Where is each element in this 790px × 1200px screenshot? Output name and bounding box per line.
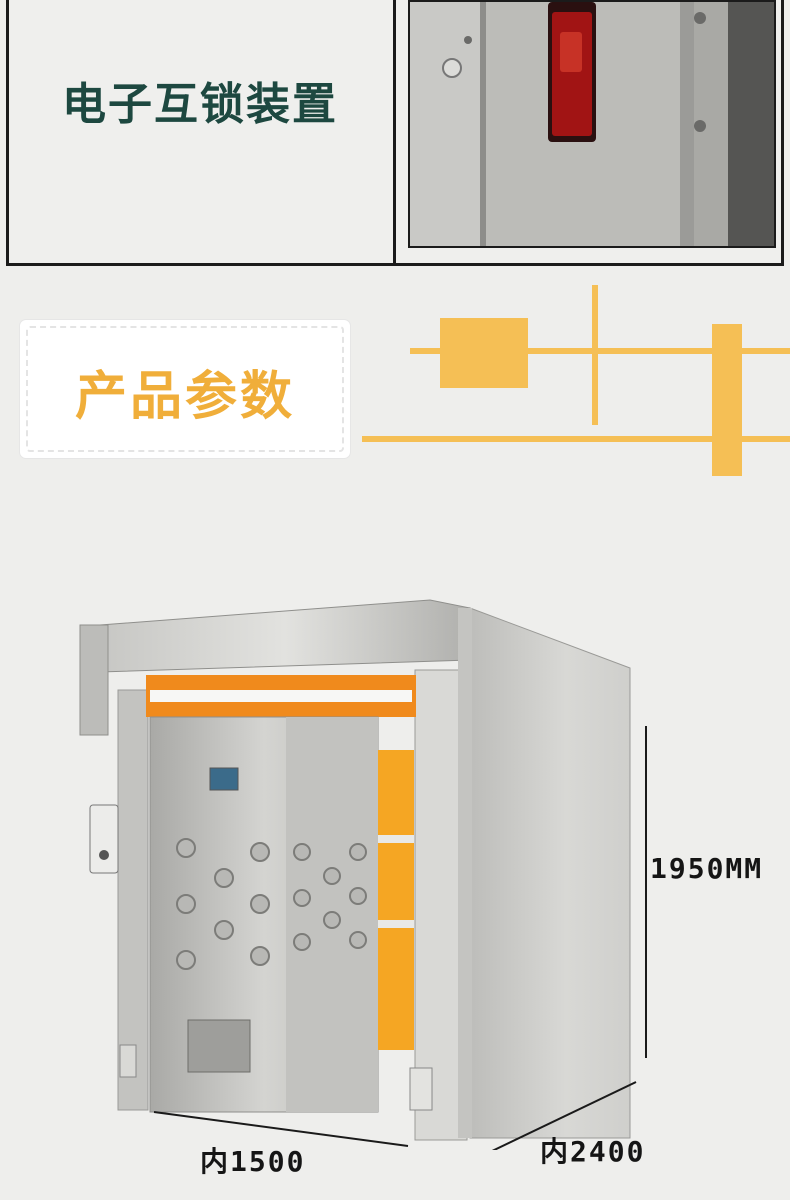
deco-line-vertical [592,285,598,425]
section-title: 产品参数 [74,367,295,427]
feature-title: 电子互锁装置 [62,79,338,130]
key-lock-icon [99,850,109,860]
deco-line-top [410,348,790,354]
deco-block-right [712,324,742,476]
screw-icon [694,12,706,24]
air-shower-room-svg [79,599,647,1153]
deco-line-bottom [362,436,790,442]
inner-width-dimension: 内1500 [200,1145,306,1178]
deco-block-left [440,318,528,388]
screw-icon [464,36,472,44]
interlock-box [89,804,119,874]
panel-divider [393,0,396,266]
electronic-interlock-photo [408,0,776,248]
air-shower-room-image [70,590,710,1153]
inner-depth-dimension: 内2400 [540,1135,646,1168]
section-header-box [20,320,350,458]
red-indicator-light-icon [552,12,592,136]
interlock-photo-svg [410,2,774,246]
height-dimension: 1950MM [650,852,764,885]
depth-dimension-line [489,1081,637,1153]
width-dimension-line [153,1111,409,1147]
screw-icon [442,58,462,78]
screw-icon [694,120,706,132]
air-nozzle-icon [176,838,367,970]
